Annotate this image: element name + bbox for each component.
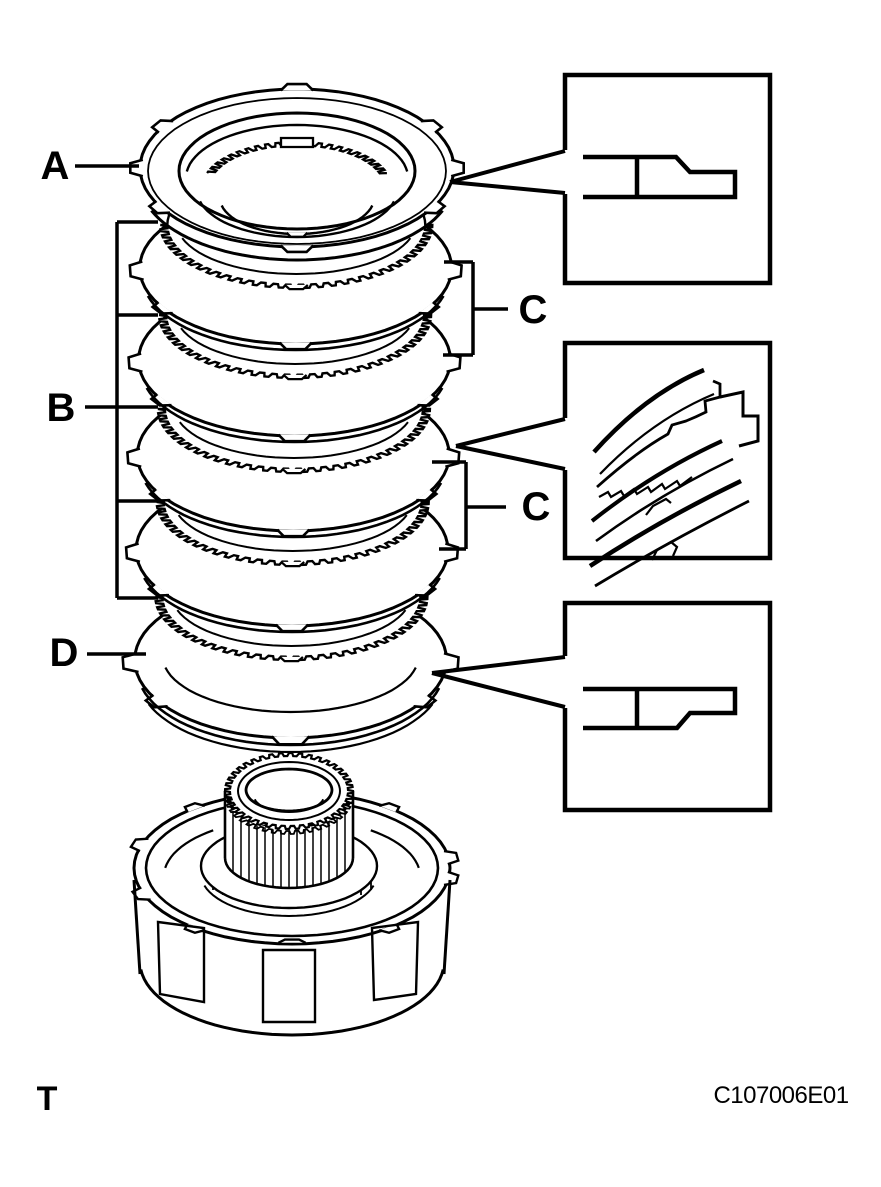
bracket-c-upper <box>443 260 508 357</box>
cross-section-profile-d <box>583 686 738 731</box>
top-plate-a <box>129 82 465 262</box>
clutch-drum-assembly <box>129 751 460 1037</box>
label-c-lower: C <box>521 485 551 529</box>
detail-box-bottom <box>562 600 773 813</box>
label-c-upper: C <box>518 288 548 332</box>
stack-edge-detail <box>588 367 760 588</box>
label-d: D <box>49 631 79 675</box>
clutch-drum <box>129 751 460 1037</box>
part-code: C107006E01 <box>713 1082 849 1109</box>
pointer-wedge-bottom <box>431 655 566 709</box>
label-a: A <box>40 144 70 188</box>
bracket-b <box>85 220 158 600</box>
pointer-wedge-middle <box>455 417 566 471</box>
detail-box-top <box>562 72 773 286</box>
label-b: B <box>46 386 76 430</box>
plate-stack <box>121 82 465 754</box>
annotation-layer <box>75 72 773 813</box>
cross-section-profile-a <box>583 154 738 200</box>
bracket-c-lower <box>432 460 506 551</box>
pointer-wedge-top <box>449 149 566 195</box>
corner-mark-t: T <box>36 1080 58 1118</box>
